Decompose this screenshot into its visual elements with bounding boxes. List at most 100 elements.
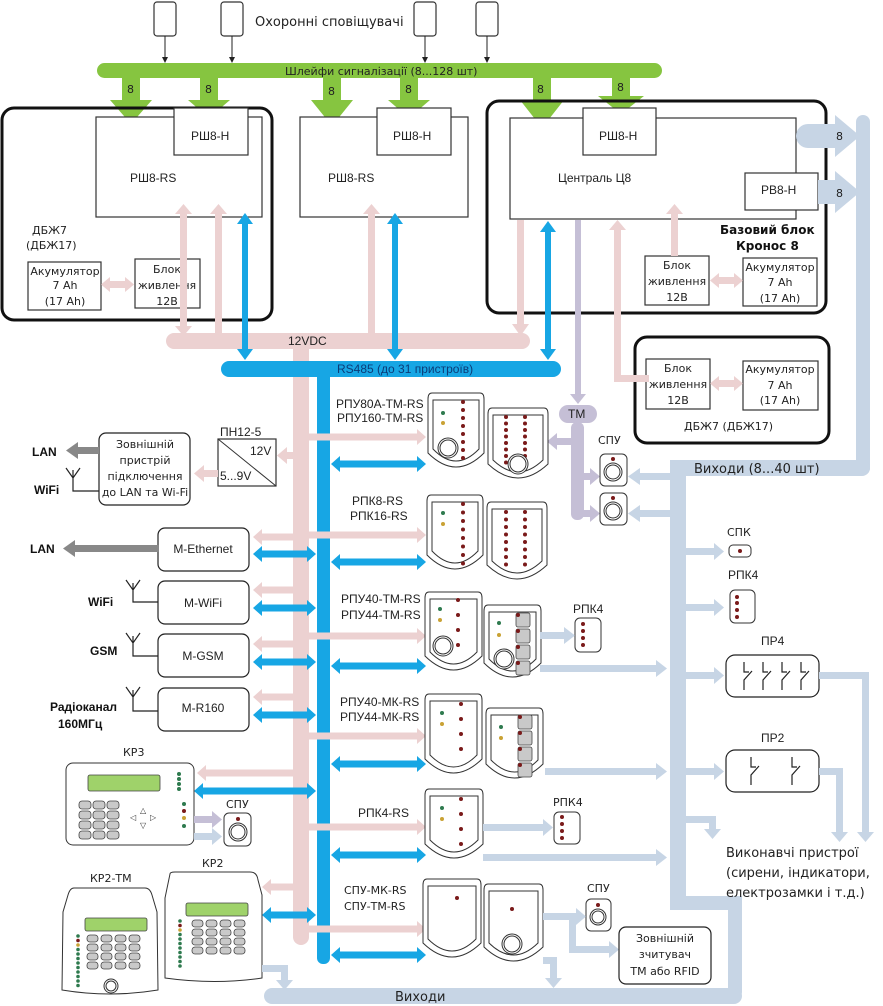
- led: [523, 447, 527, 452]
- antenna-icon: [125, 632, 158, 657]
- keypad-key: [128, 934, 141, 943]
- sensor-1: [153, 1, 177, 37]
- led: [76, 956, 80, 961]
- power-arrow: [262, 879, 293, 895]
- reader-ring: [439, 439, 457, 457]
- rs485-arrow: [331, 554, 426, 570]
- led: [461, 510, 465, 515]
- device-panel-rpk8: [426, 494, 484, 570]
- converter: ПН12-5 12V 5...9V: [194, 425, 293, 487]
- psu-group-label: ДБЖ7: [32, 224, 67, 237]
- relay-contact-icon: [800, 662, 810, 690]
- relay-key: [515, 660, 531, 676]
- keypad-key: [191, 946, 204, 955]
- led: [523, 525, 527, 529]
- relay-contact-icon: [781, 662, 791, 690]
- rs485-arrow: [331, 658, 426, 674]
- led: [523, 562, 527, 567]
- ext-lan-wifi-device: Зовнішній пристрій підключення до LAN та…: [32, 432, 191, 506]
- rpk4-right: РПК4: [686, 568, 759, 624]
- relay-contact-icon: [762, 662, 772, 690]
- led: [456, 613, 460, 617]
- svg-text:▷: ▷: [150, 813, 157, 822]
- keypad-key: [205, 937, 218, 946]
- svg-text:M-R160: M-R160: [182, 701, 225, 715]
- led: [76, 947, 80, 952]
- svg-text:12В: 12В: [666, 291, 688, 304]
- antenna-icon: [125, 686, 158, 712]
- power-arrow: [309, 728, 426, 744]
- led: [459, 842, 463, 846]
- rs485-arrow: [331, 756, 426, 772]
- power-arrow: [309, 921, 426, 937]
- svg-text:8: 8: [127, 83, 134, 96]
- tm-bus: ТМ: [547, 220, 600, 522]
- svg-text:Зовнішній: Зовнішній: [116, 438, 174, 451]
- led: [178, 923, 182, 928]
- led: [178, 946, 182, 950]
- reader-ring: [507, 453, 529, 475]
- svg-text:до LAN та Wi-Fi: до LAN та Wi-Fi: [102, 486, 188, 499]
- device-label: СПУ-МК-RS: [344, 884, 407, 897]
- svg-text:M-WiFi: M-WiFi: [184, 596, 222, 610]
- svg-text:GSM: GSM: [90, 644, 117, 658]
- ext-psu-label: ДБЖ7 (ДБЖ17): [684, 420, 773, 433]
- led: [461, 519, 465, 523]
- loop-arrow: 8: [520, 78, 564, 128]
- led: [461, 527, 465, 532]
- keypad-key: [233, 928, 246, 937]
- relay-key: [515, 644, 531, 660]
- device-panel-rpk4: [424, 788, 484, 859]
- keypad-key: [92, 830, 106, 840]
- expander-2-label: РШ8-RS: [328, 171, 374, 185]
- module-gsm: M-GSM GSM: [90, 632, 250, 678]
- device-panel-rpk16: [486, 501, 548, 580]
- svg-text:Блок: Блок: [664, 362, 692, 375]
- led: [76, 938, 80, 943]
- relay-contact-icon: [750, 757, 760, 785]
- ext-reader: Зовнішній зчитувач ТМ або RFID: [618, 926, 712, 985]
- svg-text:ПР2: ПР2: [761, 731, 785, 745]
- led: [523, 415, 527, 419]
- svg-text:12V: 12V: [250, 444, 271, 458]
- reader-ring: [495, 650, 513, 668]
- psu-group-alt: (ДБЖ17): [26, 239, 77, 252]
- relay-contact-icon: [743, 662, 753, 690]
- keypad-key: [233, 919, 246, 928]
- led: [459, 827, 463, 831]
- led: [523, 540, 527, 544]
- keypad-key: [219, 937, 232, 946]
- svg-text:(17 Ah): (17 Ah): [760, 292, 801, 305]
- keypad-key: [106, 820, 120, 830]
- keypad-key: [191, 937, 204, 946]
- module-wifi: M-WiFi WiFi: [88, 579, 250, 625]
- reader-ring: [503, 935, 521, 953]
- device-label: РПУ160-ТМ-RS: [337, 411, 423, 425]
- led: [504, 434, 508, 439]
- keypad-key: [92, 800, 106, 810]
- keypad-key: [219, 946, 232, 955]
- svg-text:пристрій: пристрій: [120, 454, 171, 467]
- power-arrow: [309, 429, 426, 445]
- device-panel-rpu40tm: [424, 591, 483, 671]
- svg-text:ПН12-5: ПН12-5: [220, 425, 262, 439]
- led: [504, 428, 508, 432]
- device-panel-rpu44tm: [483, 604, 542, 678]
- led: [459, 702, 463, 706]
- led: [523, 532, 527, 537]
- spu-bottom: СПУ: [543, 882, 619, 988]
- reader-ring: [434, 637, 452, 655]
- rs485-arrow: [253, 707, 316, 723]
- led: [178, 937, 182, 941]
- led: [504, 441, 508, 445]
- led: [504, 454, 508, 458]
- keypad-key: [100, 934, 113, 943]
- keypad-key: [86, 952, 99, 961]
- keypad-key: [100, 943, 113, 952]
- device-panel-spu-tm: [483, 883, 544, 962]
- keypad-key: [78, 820, 92, 830]
- device-label: РПУ40-ТМ-RS: [341, 592, 421, 606]
- sensor-2: [220, 1, 244, 37]
- right-connection-arrows: [309, 429, 426, 963]
